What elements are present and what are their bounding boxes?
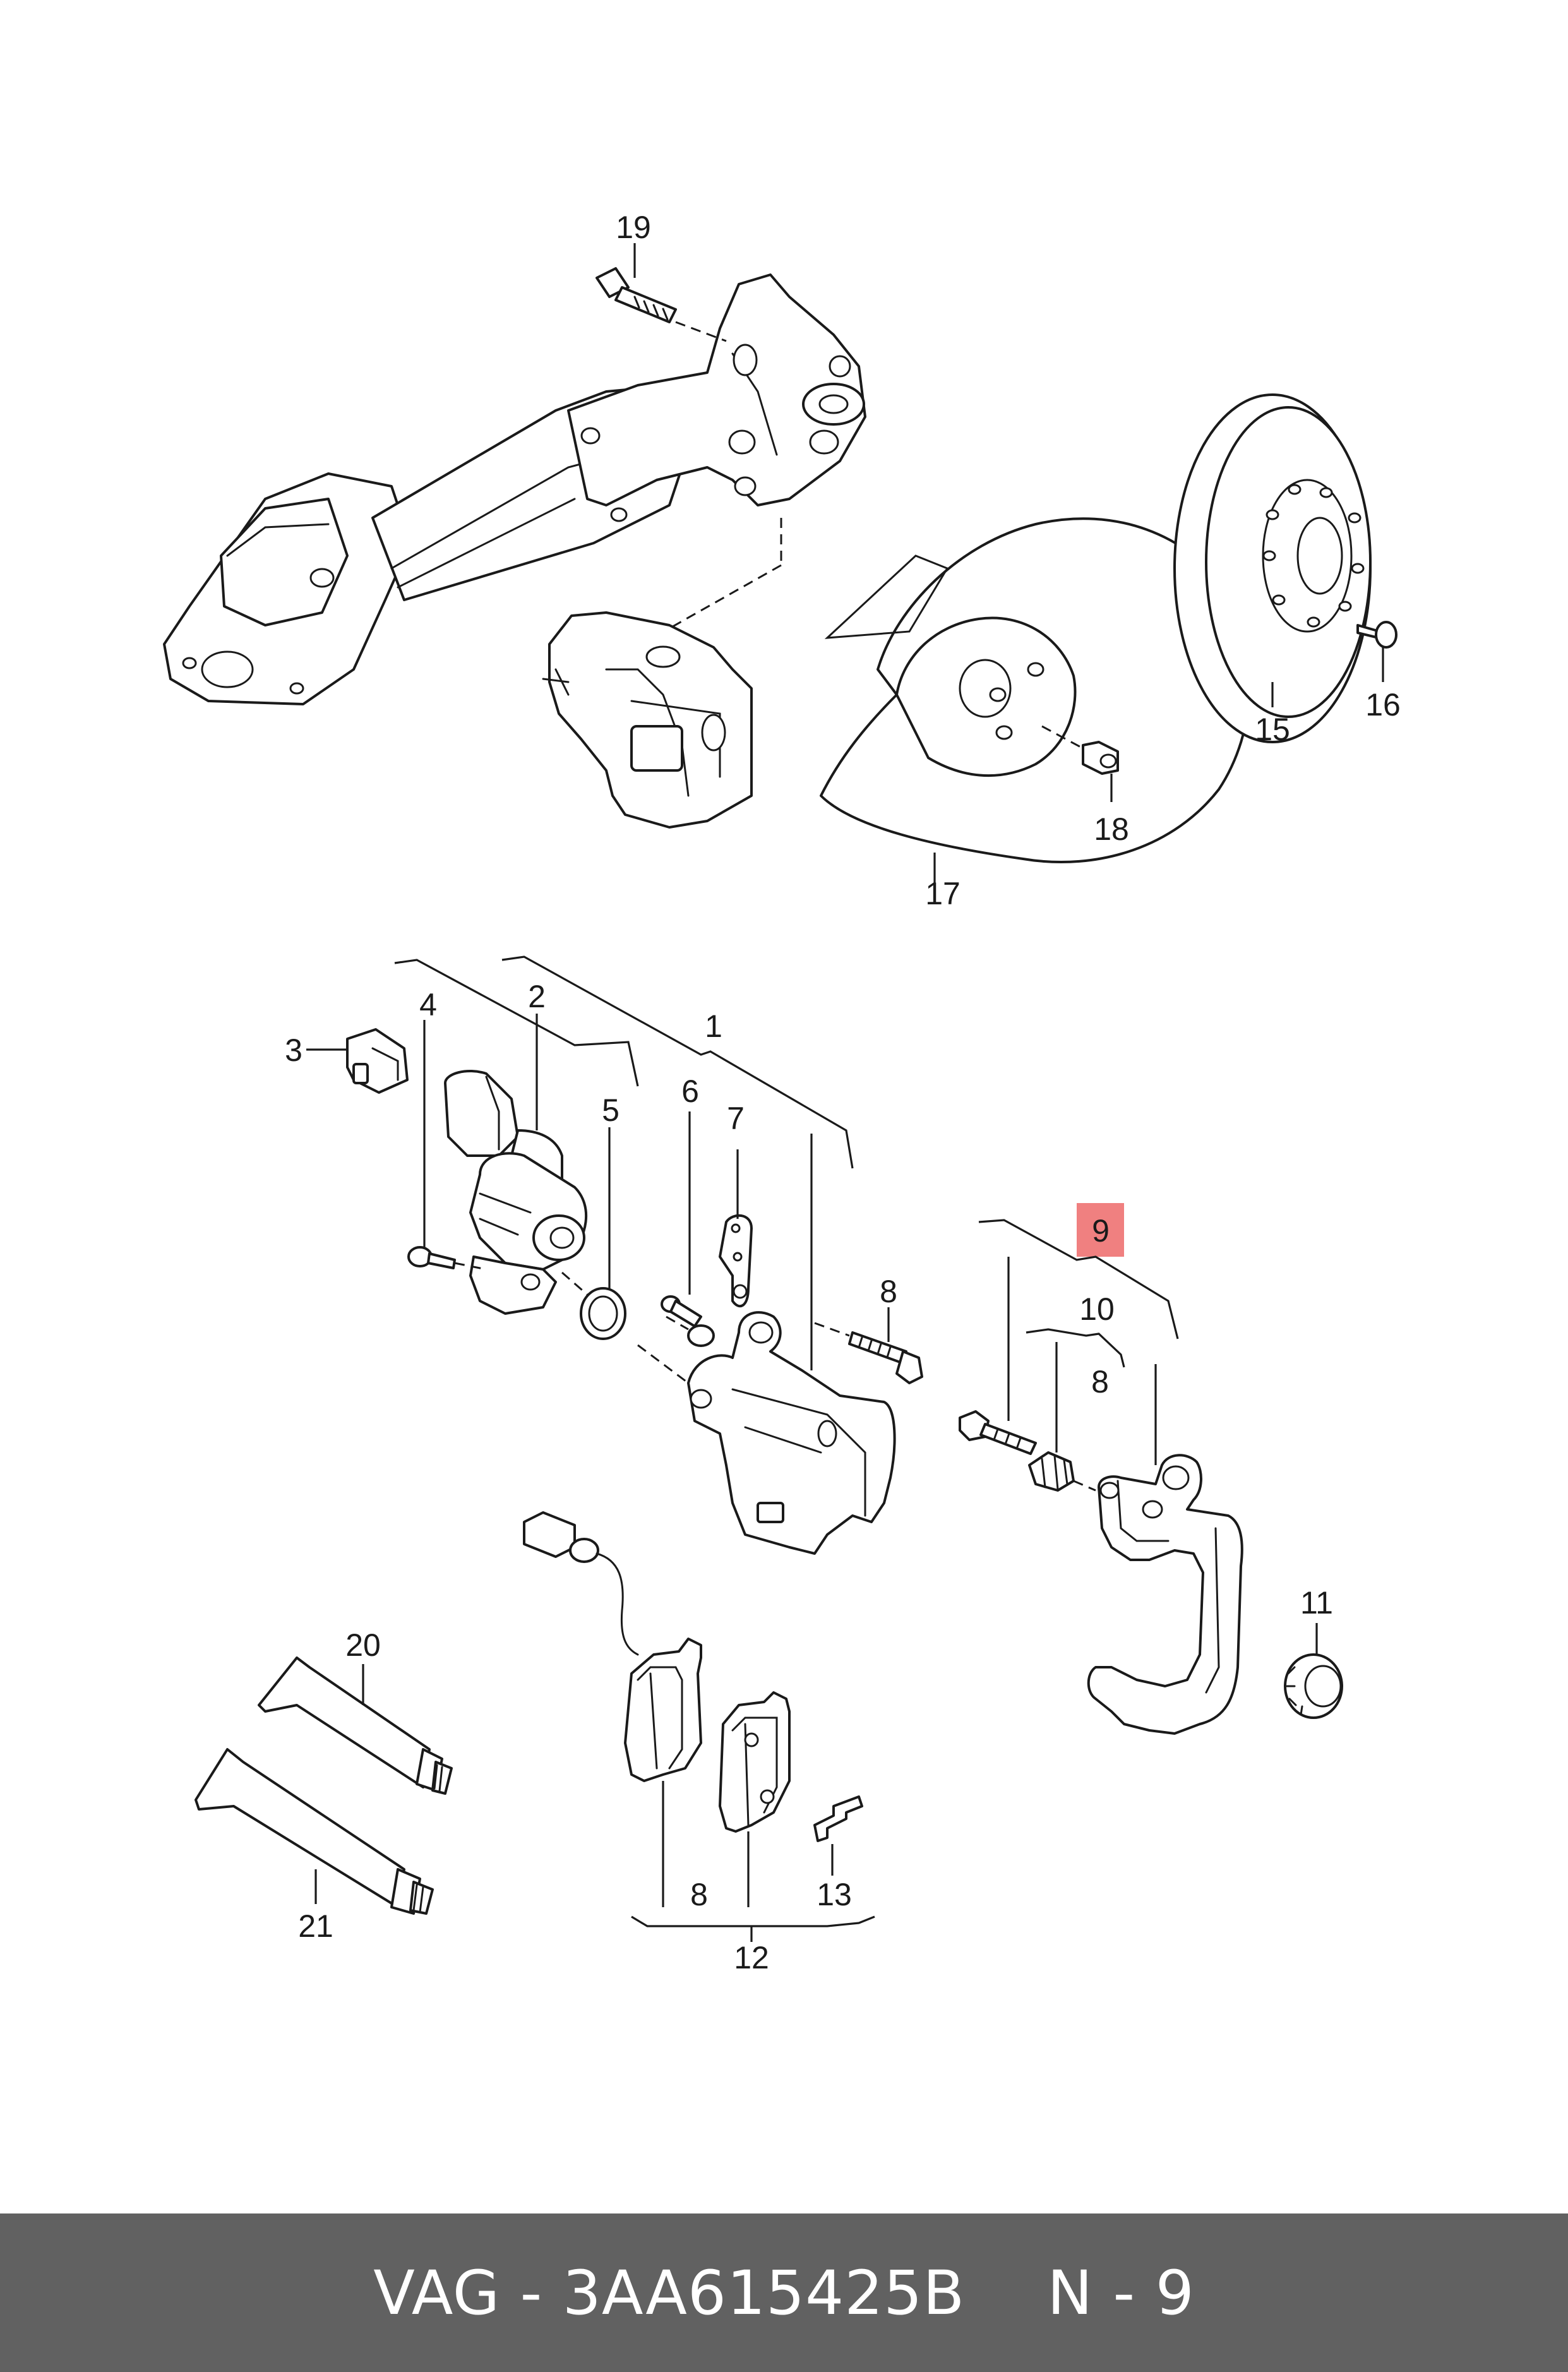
label-8b: 8 xyxy=(1091,1364,1109,1399)
label-1: 1 xyxy=(705,1009,722,1044)
label-10: 10 xyxy=(1079,1291,1115,1327)
dash-19 xyxy=(675,321,727,342)
label-20: 20 xyxy=(345,1627,381,1663)
label-8a: 8 xyxy=(880,1274,897,1309)
motor-2-part xyxy=(444,1069,588,1315)
label-11: 11 xyxy=(1300,1585,1333,1620)
dash-5 xyxy=(561,1271,588,1296)
sealing-ring-11-part xyxy=(1284,1653,1343,1719)
label-13: 13 xyxy=(817,1877,852,1912)
dash-10 xyxy=(1073,1480,1096,1492)
part-number-footer: VAG - 3AA615425B N - 9 xyxy=(0,2213,1568,2372)
label-17: 17 xyxy=(925,876,961,911)
label-12: 12 xyxy=(734,1940,769,1975)
spring-clip-13-part xyxy=(813,1795,863,1842)
dash-4 xyxy=(454,1262,487,1271)
screw-16-part xyxy=(1356,621,1397,649)
bracket-lines-1-2-4 xyxy=(394,955,854,1169)
dash-1 xyxy=(637,1344,689,1384)
label-18: 18 xyxy=(1094,812,1129,847)
connector-3-part xyxy=(346,1028,409,1094)
caliper-housing-1-part xyxy=(687,1311,896,1555)
label-2: 2 xyxy=(528,979,546,1014)
dash-6 xyxy=(666,1315,689,1331)
bolt-8a-part xyxy=(848,1331,923,1384)
position-number-text: N - 9 xyxy=(1047,2257,1195,2328)
caliper-assembly-upper-part xyxy=(542,611,753,829)
brake-disc-part xyxy=(1173,393,1372,743)
retaining-plate-7-part xyxy=(719,1214,753,1308)
dash-18 xyxy=(1041,725,1084,750)
guide-bushing-10-part xyxy=(1028,1451,1075,1492)
brake-pad-outer-part xyxy=(719,1691,791,1833)
label-4: 4 xyxy=(419,987,437,1022)
label-8c: 8 xyxy=(690,1877,708,1912)
label-16: 16 xyxy=(1365,687,1401,722)
label-21: 21 xyxy=(298,1908,333,1944)
bracket-12 xyxy=(631,1915,875,1927)
bolt-18-part xyxy=(1082,741,1119,775)
label-7: 7 xyxy=(727,1101,745,1136)
wear-sensor-part xyxy=(523,1511,639,1656)
wheel-bearing-housing-part xyxy=(567,273,866,522)
grease-tube-20-part xyxy=(258,1656,453,1795)
dash-caliper-mid xyxy=(669,564,782,630)
part-number-text: VAG - 3AA615425B xyxy=(373,2257,966,2328)
dust-shield-part xyxy=(820,517,1252,863)
bolt-19-part xyxy=(595,267,677,323)
grease-tube-21-part xyxy=(195,1748,434,1915)
label-6: 6 xyxy=(681,1074,699,1109)
label-5: 5 xyxy=(602,1093,619,1128)
dash-8a xyxy=(814,1322,850,1337)
label-15: 15 xyxy=(1255,712,1290,747)
highlight-box-9 xyxy=(1077,1203,1124,1257)
guide-bolt-8b-part xyxy=(959,1410,1037,1455)
brake-carrier-9-part xyxy=(1087,1454,1243,1735)
bleeder-screw-6-part xyxy=(661,1295,715,1347)
label-3: 3 xyxy=(285,1033,302,1068)
screw-4-part xyxy=(407,1246,456,1269)
brake-pad-inner-part xyxy=(624,1638,702,1782)
label-19: 19 xyxy=(616,210,651,245)
label-9: 9 xyxy=(1092,1213,1110,1249)
bracket-lines-9-10 xyxy=(978,1219,1179,1368)
o-ring-5-part xyxy=(580,1287,626,1340)
exploded-parts-diagram: 19 16 15 18 17 2 4 1 3 6 7 5 8 9 10 8 11… xyxy=(163,210,1401,1975)
